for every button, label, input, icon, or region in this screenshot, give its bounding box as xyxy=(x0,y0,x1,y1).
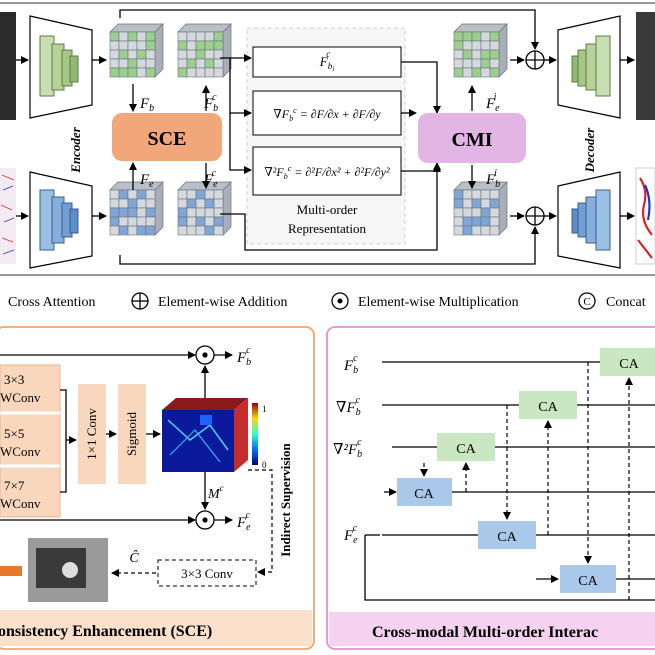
svg-text:∇²Fbc = ∂²F/∂x² + ∂²F/∂y²: ∇²Fbc = ∂²F/∂x² + ∂²F/∂y² xyxy=(264,164,390,181)
sce-out-fb: Fbc xyxy=(236,345,251,368)
svg-text:WConv: WConv xyxy=(0,496,41,511)
svg-text:3×3: 3×3 xyxy=(4,372,24,387)
attention-map xyxy=(162,398,248,472)
indirect-supervision: Indirect Supervision xyxy=(278,442,293,556)
legend-addition-icon xyxy=(131,292,149,310)
orange-bar xyxy=(0,566,22,576)
rep-label-1: Multi-order xyxy=(297,202,358,217)
svg-text:CA: CA xyxy=(578,574,598,589)
svg-text:7×7: 7×7 xyxy=(4,478,25,493)
event-noise xyxy=(0,174,15,255)
event-interacted-cube xyxy=(453,181,508,236)
sce-panel-title: onsistency Enhancement (SCE) xyxy=(0,623,212,640)
conv1x1-box xyxy=(78,384,106,484)
svg-text:1×1 Conv: 1×1 Conv xyxy=(84,408,99,460)
legend-concat: Concat xyxy=(606,295,646,310)
event-output-strokes xyxy=(637,177,653,259)
add-circle-top xyxy=(525,50,545,70)
legend: Cross Attention Element-wise Addition El… xyxy=(8,292,646,310)
ca-box-6 xyxy=(560,565,616,593)
legend-concat-icon: C xyxy=(578,292,596,310)
conv3x3-box xyxy=(157,559,257,587)
rgb-enhanced-cube xyxy=(177,23,232,78)
svg-text:C: C xyxy=(583,296,590,308)
encoder-label: Encoder xyxy=(68,126,83,173)
svg-text:CA: CA xyxy=(619,357,639,372)
rgb-feature-cube xyxy=(109,23,164,78)
sce-panel: onsistency Enhancement (SCE) 3×3 WConv 5… xyxy=(0,326,315,650)
fei-label: Fei xyxy=(485,92,500,114)
legend-multiplication-icon xyxy=(331,292,349,310)
sce-out-fe: Fec xyxy=(236,510,251,533)
cmi-module xyxy=(418,113,526,163)
sce-module xyxy=(112,113,222,161)
svg-text:CA: CA xyxy=(414,487,434,502)
event-input-image xyxy=(0,168,16,264)
fbc-label: Fbc xyxy=(203,92,218,114)
ca-box-2 xyxy=(519,391,577,419)
rgb-input-image xyxy=(0,12,16,120)
ca-box-3 xyxy=(437,433,495,461)
legend-addition: Element-wise Addition xyxy=(158,295,287,310)
svg-text:WConv: WConv xyxy=(0,444,41,459)
fb-label: Fb xyxy=(139,96,154,114)
feature-cubes xyxy=(109,23,508,236)
svg-text:CA: CA xyxy=(497,530,517,545)
legend-cross-attention: Cross Attention xyxy=(8,295,96,310)
cmi-in-grad1: ∇Fbc xyxy=(336,395,361,418)
cmi-panel-title: Cross-modal Multi-order Interac xyxy=(372,624,598,641)
event-feature-cube xyxy=(109,181,164,236)
ca-box-4 xyxy=(397,478,452,506)
fec-label: Fec xyxy=(203,168,218,190)
event-enhanced-cube xyxy=(177,181,232,236)
rgb-interacted-cube xyxy=(453,23,508,78)
cmi-in-fb: Fbc xyxy=(343,353,358,376)
order0-box xyxy=(252,46,402,78)
fe-label: Fe xyxy=(139,172,154,190)
rep-label-2: Representation xyxy=(288,221,366,236)
decoder-rgb xyxy=(557,15,621,119)
svg-text:WConv: WConv xyxy=(0,390,41,405)
colorbar xyxy=(252,403,258,465)
sigmoid-box xyxy=(118,384,146,484)
decoder-event xyxy=(557,171,621,269)
mc-label: Mc xyxy=(207,483,224,502)
cmi-in-grad2: ∇²Fbc xyxy=(333,437,362,460)
event-output-image xyxy=(635,167,655,265)
fbi-label: Fbi xyxy=(485,168,500,190)
top-section: Encoder SCE Fb Fbc Fe Fec Fbi xyxy=(0,2,655,276)
legend-multiplication: Element-wise Multiplication xyxy=(358,295,519,310)
svg-text:1: 1 xyxy=(262,404,267,414)
multiply-circle-top xyxy=(195,345,215,365)
encoder-rgb xyxy=(29,15,93,119)
encoder-event xyxy=(29,171,93,269)
cmi-label: CMI xyxy=(451,129,492,151)
multiply-circle-bottom xyxy=(195,510,215,530)
chat-label: Ĉ xyxy=(129,549,139,566)
order1-box xyxy=(252,90,402,136)
svg-text:CA: CA xyxy=(456,442,476,457)
svg-text:CA: CA xyxy=(538,400,558,415)
ca-box-5 xyxy=(478,521,536,549)
decoder-label: Decoder xyxy=(582,127,597,174)
sce-label: SCE xyxy=(148,128,187,150)
add-circle-bottom xyxy=(525,206,545,226)
ca-box-1 xyxy=(600,348,655,376)
dwconv-stack xyxy=(0,364,61,518)
svg-text:Sigmoid: Sigmoid xyxy=(124,411,139,456)
rgb-output-image xyxy=(636,12,655,120)
svg-text:0: 0 xyxy=(262,460,267,470)
svg-text:∇Fbc = ∂F/∂x + ∂F/∂y: ∇Fbc = ∂F/∂x + ∂F/∂y xyxy=(273,106,381,123)
cmi-panel: Cross-modal Multi-order Interac Fbc ∇Fbc… xyxy=(326,326,655,650)
svg-text:3×3 Conv: 3×3 Conv xyxy=(181,566,233,581)
svg-text:5×5: 5×5 xyxy=(4,426,24,441)
cmi-in-fe: Fec xyxy=(343,523,358,546)
